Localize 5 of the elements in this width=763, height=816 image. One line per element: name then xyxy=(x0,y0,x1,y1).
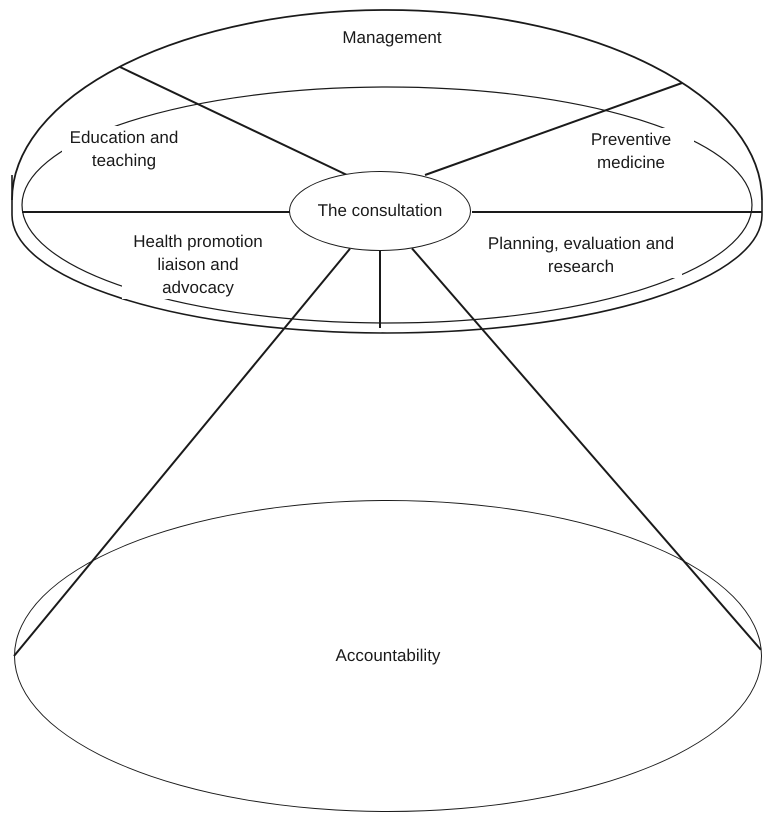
node-label: Accountability xyxy=(336,646,440,666)
connector-line xyxy=(13,248,351,657)
node-label: The consultation xyxy=(318,200,442,222)
ellipse-node xyxy=(14,500,762,812)
connector-line xyxy=(411,248,762,650)
